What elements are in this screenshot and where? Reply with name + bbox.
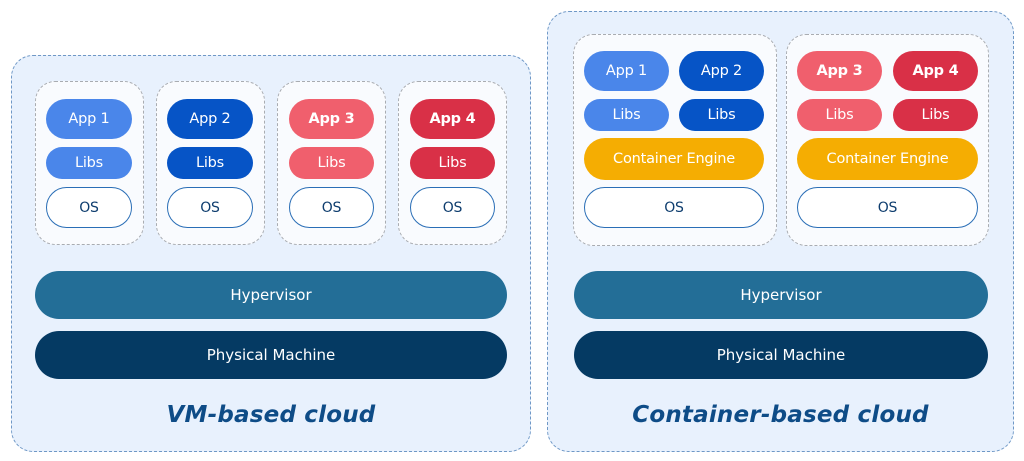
vm-1-libs: Libs <box>46 147 132 179</box>
container-2-app: App 2 <box>679 51 764 91</box>
vm-4-libs: Libs <box>410 147 495 179</box>
container-1-app: App 1 <box>584 51 669 91</box>
container-engine-1: Container Engine <box>584 138 764 180</box>
container-4-libs: Libs <box>893 99 978 131</box>
vm-3-os: OS <box>289 187 374 228</box>
vm-physical-machine: Physical Machine <box>35 331 507 379</box>
vm-2-app: App 2 <box>167 99 253 139</box>
container-4-app: App 4 <box>893 51 978 91</box>
vm-hypervisor: Hypervisor <box>35 271 507 319</box>
vm-1-os: OS <box>46 187 132 228</box>
container-1-libs: Libs <box>584 99 669 131</box>
container-2-libs: Libs <box>679 99 764 131</box>
vm-2-os: OS <box>167 187 253 228</box>
container-host-2-os: OS <box>797 187 978 228</box>
vm-3-libs: Libs <box>289 147 374 179</box>
container-physical-machine: Physical Machine <box>574 331 988 379</box>
vm-1-app: App 1 <box>46 99 132 139</box>
container-3-libs: Libs <box>797 99 882 131</box>
container-hypervisor: Hypervisor <box>574 271 988 319</box>
vm-4-app: App 4 <box>410 99 495 139</box>
vm-2-libs: Libs <box>167 147 253 179</box>
vm-3-app: App 3 <box>289 99 374 139</box>
container-cloud-title: Container-based cloud <box>632 402 929 428</box>
vm-cloud-title: VM-based cloud <box>166 402 376 428</box>
vm-4-os: OS <box>410 187 495 228</box>
container-3-app: App 3 <box>797 51 882 91</box>
container-engine-2: Container Engine <box>797 138 978 180</box>
container-host-1-os: OS <box>584 187 764 228</box>
